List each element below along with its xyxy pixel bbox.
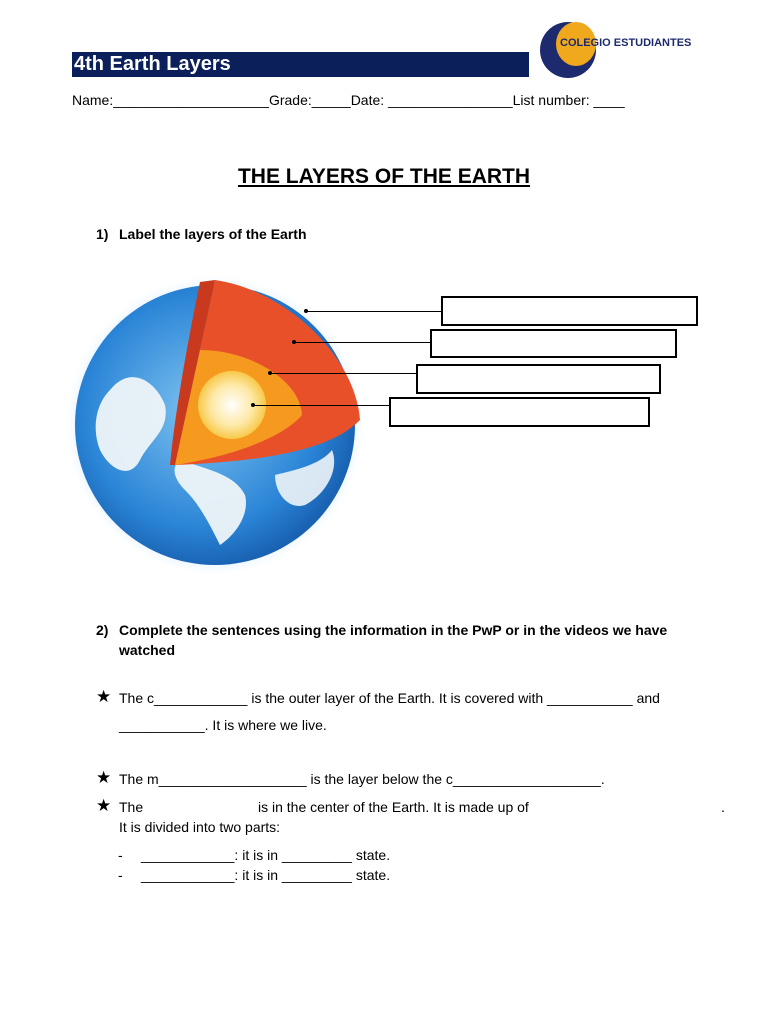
sentence-core-end: . xyxy=(721,799,725,815)
question-1-number: 1) xyxy=(96,226,109,242)
core-part-1: ____________: it is in _________ state. xyxy=(141,847,391,863)
label-box-inner-core[interactable] xyxy=(389,397,650,427)
star-bullet-icon: ★ xyxy=(96,768,112,787)
leader-line-outer-core xyxy=(270,373,416,374)
inner-core-layer xyxy=(198,371,266,439)
core-part-2: ____________: it is in _________ state. xyxy=(141,867,391,883)
worksheet-title: 4th Earth Layers xyxy=(72,52,529,77)
sentence-core-line2: It is divided into two parts: xyxy=(119,819,281,835)
sentence-crust-line1: The c____________ is the outer layer of … xyxy=(119,690,660,706)
leader-line-inner-core xyxy=(253,405,390,406)
label-box-mantle[interactable] xyxy=(430,329,677,358)
question-1-text: Label the layers of the Earth xyxy=(119,226,307,242)
main-title: THE LAYERS OF THE EARTH xyxy=(237,165,531,188)
land-mass xyxy=(95,377,166,471)
question-1: 1) Label the layers of the Earth xyxy=(96,226,496,246)
question-2-text-line1: Complete the sentences using the informa… xyxy=(119,622,668,638)
star-bullet-icon: ★ xyxy=(96,687,112,706)
dash-bullet: - xyxy=(118,867,123,883)
label-box-outer-core[interactable] xyxy=(416,364,661,394)
question-2: 2) Complete the sentences using the info… xyxy=(96,622,736,662)
leader-line-mantle xyxy=(294,342,431,343)
sentence-mantle: The m___________________ is the layer be… xyxy=(119,771,605,787)
sentence-crust-line2: ___________. It is where we live. xyxy=(119,717,327,733)
leader-line-crust xyxy=(306,311,442,312)
dash-bullet: - xyxy=(118,847,123,863)
school-logo: COLEGIO ESTUDIANTES xyxy=(538,20,692,80)
land-mass xyxy=(174,460,246,545)
sentence-core-part1: The xyxy=(119,799,144,815)
logo-text: COLEGIO ESTUDIANTES xyxy=(560,37,692,49)
label-box-crust[interactable] xyxy=(441,296,698,326)
student-info-line: Name:____________________Grade:_____Date… xyxy=(72,92,625,108)
question-2-text-line2: watched xyxy=(119,642,176,658)
earth-layers-illustration xyxy=(70,273,367,577)
star-bullet-icon: ★ xyxy=(96,796,112,815)
sentence-core-part2: is in the center of the Earth. It is mad… xyxy=(258,799,529,815)
land-mass xyxy=(275,450,335,506)
crust-edge xyxy=(170,280,215,465)
question-2-number: 2) xyxy=(96,622,109,638)
